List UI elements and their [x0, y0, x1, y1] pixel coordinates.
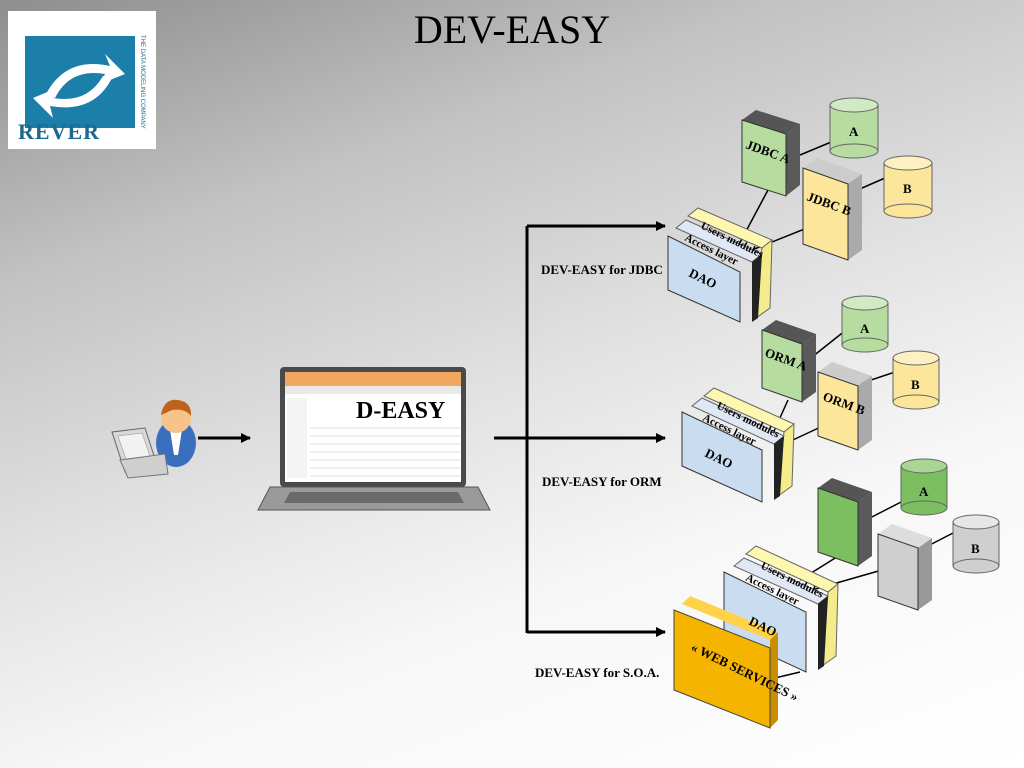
orm-a-box	[761, 320, 816, 403]
soa-stack	[673, 458, 1000, 729]
orm-db-b	[892, 350, 940, 410]
branch-arrows	[494, 221, 666, 637]
soa-db-b	[952, 514, 1000, 574]
branch-label-jdbc: DEV-EASY for JDBC	[541, 262, 663, 277]
branch-label-orm: DEV-EASY for ORM	[542, 474, 662, 489]
jdbc-b-box	[802, 158, 862, 261]
jdbc-db-b	[883, 155, 933, 219]
laptop-screen-title: D-EASY	[356, 398, 445, 424]
jdbc-db-a	[829, 97, 879, 159]
logo-square	[25, 36, 135, 128]
jdbc-a-box	[741, 110, 800, 197]
orm-b-box	[817, 362, 872, 451]
orm-db-a-label: A	[860, 321, 870, 336]
orm-db-a	[841, 295, 889, 353]
jdbc-db-a-label: A	[849, 124, 859, 139]
jdbc-stack	[667, 97, 933, 323]
soa-layers	[723, 545, 839, 673]
web-services-box	[673, 596, 778, 729]
soa-db-b-label: B	[971, 541, 980, 556]
orm-db-b-label: B	[911, 377, 920, 392]
soa-green-box	[817, 478, 872, 567]
soa-grey-box	[877, 524, 932, 611]
branch-label-soa: DEV-EASY for S.O.A.	[535, 665, 660, 680]
orm-stack	[681, 295, 940, 503]
logo-word: REVER	[18, 119, 101, 144]
soa-db-a-label: A	[919, 484, 929, 499]
jdbc-layers	[667, 207, 773, 323]
page-title: DEV-EASY	[413, 7, 611, 52]
jdbc-db-b-label: B	[903, 181, 912, 196]
user-with-laptop-icon	[111, 399, 196, 479]
logo-tagline: THE DATA MODELING COMPANY	[139, 35, 145, 129]
logo-arrows-icon	[33, 54, 125, 118]
orm-layers	[681, 387, 795, 503]
rever-logo: REVER THE DATA MODELING COMPANY	[8, 11, 156, 149]
soa-db-a	[900, 458, 948, 516]
laptop-icon	[257, 367, 491, 511]
